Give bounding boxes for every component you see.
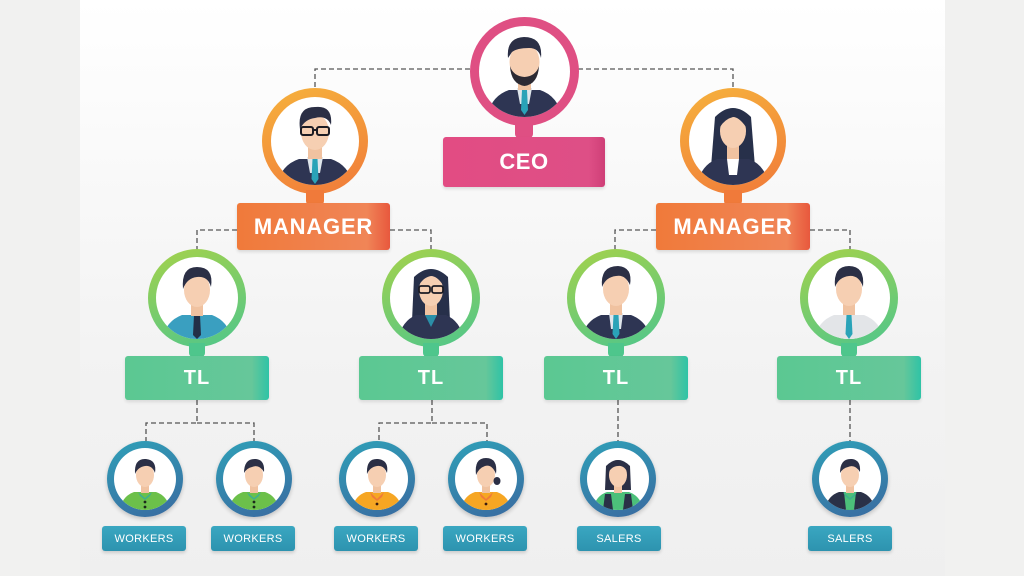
staff-4-avatar bbox=[455, 448, 517, 510]
team-lead-4-label: TL bbox=[777, 356, 921, 400]
man-blue-shirt-icon bbox=[162, 267, 232, 339]
ceo-connector-stem bbox=[515, 122, 533, 138]
man-green-shirt-jacket-icon bbox=[825, 458, 875, 510]
manager-right-connector-stem bbox=[724, 190, 742, 205]
manager-left-connector-stem bbox=[306, 190, 324, 205]
staff-1-label: WORKERS bbox=[102, 526, 186, 551]
woman-long-hair-icon bbox=[697, 108, 769, 185]
man-white-shirt-icon bbox=[814, 266, 884, 339]
manager-right-avatar-ring bbox=[680, 88, 786, 194]
team-lead-2-connector-stem bbox=[423, 343, 439, 357]
staff-6-avatar bbox=[819, 448, 881, 510]
man-green-shirt-icon bbox=[120, 458, 170, 510]
team-lead-3-connector-stem bbox=[608, 343, 624, 357]
manager-left-label: MANAGER bbox=[237, 203, 390, 250]
man-suit-tie-icon bbox=[581, 266, 651, 339]
staff-3-label: WORKERS bbox=[334, 526, 418, 551]
man-orange-shirt-icon bbox=[352, 458, 402, 510]
staff-3-avatar bbox=[346, 448, 408, 510]
ceo-avatar bbox=[479, 26, 570, 117]
ceo-avatar-ring bbox=[470, 17, 579, 126]
team-lead-4-connector-stem bbox=[841, 343, 857, 357]
ceo-label: CEO bbox=[443, 137, 605, 187]
man-green-shirt-icon bbox=[229, 458, 279, 510]
staff-2-label: WORKERS bbox=[211, 526, 295, 551]
manager-right-label: MANAGER bbox=[656, 203, 810, 250]
team-lead-4-avatar bbox=[808, 257, 890, 339]
woman-with-glasses-icon bbox=[398, 269, 464, 339]
staff-5-avatar bbox=[587, 448, 649, 510]
team-lead-4-avatar-ring bbox=[800, 249, 898, 347]
staff-1-avatar-ring bbox=[107, 441, 183, 517]
staff-1-avatar bbox=[114, 448, 176, 510]
team-lead-1-avatar-ring bbox=[148, 249, 246, 347]
manager-left-avatar-ring bbox=[262, 88, 368, 194]
team-lead-1-connector-stem bbox=[189, 343, 205, 357]
staff-3-avatar-ring bbox=[339, 441, 415, 517]
bearded-man-icon bbox=[487, 37, 562, 117]
woman-green-apron-icon bbox=[593, 460, 643, 510]
manager-right-avatar bbox=[689, 97, 777, 185]
staff-5-label: SALERS bbox=[577, 526, 661, 551]
team-lead-1-avatar bbox=[156, 257, 238, 339]
team-lead-3-avatar-ring bbox=[567, 249, 665, 347]
staff-6-avatar-ring bbox=[812, 441, 888, 517]
staff-4-label: WORKERS bbox=[443, 526, 527, 551]
team-lead-2-avatar bbox=[390, 257, 472, 339]
staff-5-avatar-ring bbox=[580, 441, 656, 517]
manager-left-avatar bbox=[271, 97, 359, 185]
team-lead-3-label: TL bbox=[544, 356, 688, 400]
team-lead-3-avatar bbox=[575, 257, 657, 339]
team-lead-1-label: TL bbox=[125, 356, 269, 400]
staff-2-avatar bbox=[223, 448, 285, 510]
staff-2-avatar-ring bbox=[216, 441, 292, 517]
team-lead-2-label: TL bbox=[359, 356, 503, 400]
staff-4-avatar-ring bbox=[448, 441, 524, 517]
woman-orange-shirt-icon bbox=[461, 458, 511, 510]
team-lead-2-avatar-ring bbox=[382, 249, 480, 347]
man-with-glasses-icon bbox=[277, 106, 353, 185]
staff-6-label: SALERS bbox=[808, 526, 892, 551]
